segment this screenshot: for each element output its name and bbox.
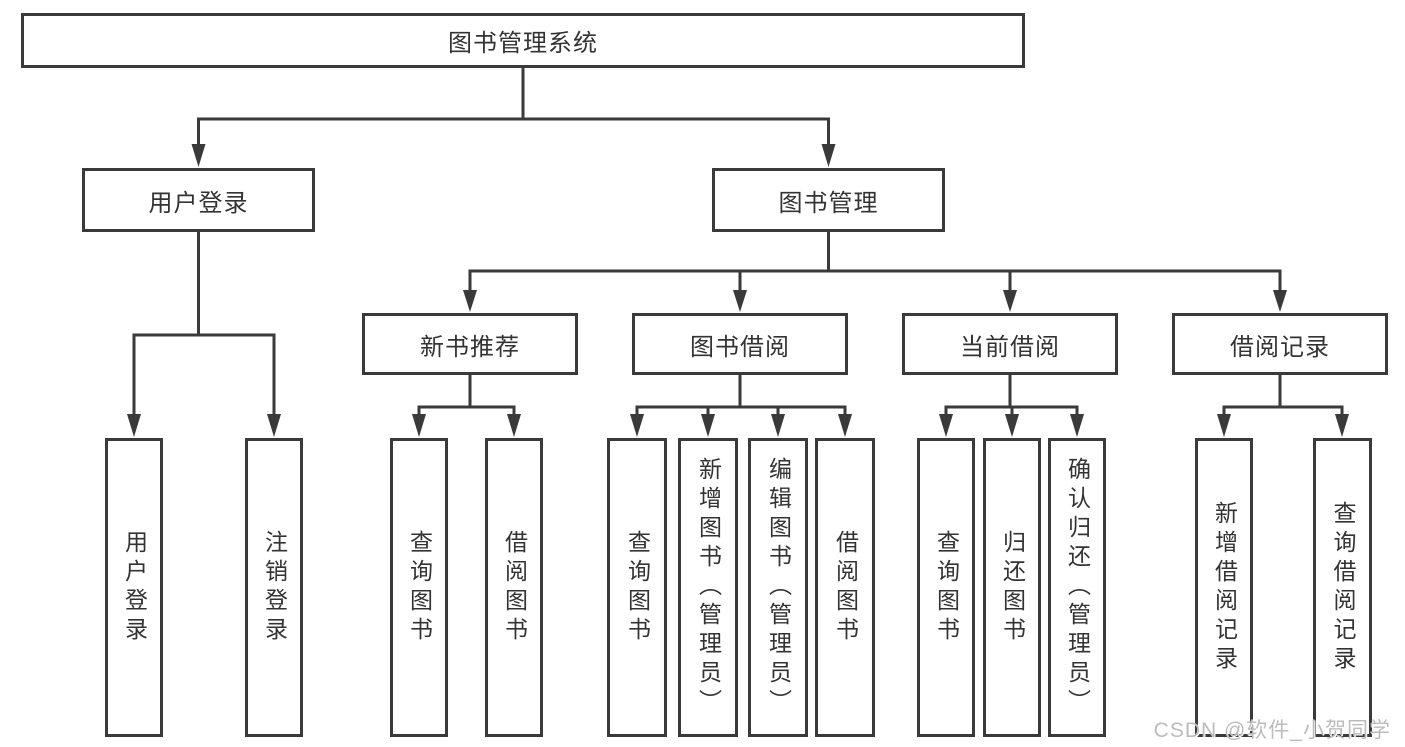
node-current-borrow: 当前借阅 [902, 313, 1118, 375]
connector-root [197, 67, 830, 147]
csdn-watermark: CSDN @软件_小贺同学 [1153, 719, 1391, 742]
node-borrow-records: 借阅记录 [1172, 313, 1388, 375]
leaf-add-books-admin: 新增图书（管理员） [678, 438, 738, 737]
leaf-logout: 注销登录 [245, 438, 303, 737]
leaf-confirm-return-admin: 确认归还（管理员） [1048, 438, 1106, 737]
connector-user-login [132, 231, 276, 417]
leaf-borrow-books-recommend: 借阅图书 [485, 438, 543, 737]
leaf-user-login: 用户登录 [105, 438, 163, 737]
leaf-borrow-books: 借阅图书 [815, 438, 875, 737]
connector-new-book [417, 374, 516, 417]
node-library-system: 图书管理系统 [21, 13, 1025, 68]
arrowheads [127, 144, 1349, 437]
connector-book-borrow [635, 374, 847, 417]
leaf-add-borrow-record: 新增借阅记录 [1195, 438, 1253, 737]
node-book-management: 图书管理 [712, 168, 945, 232]
connector-book-mgmt [468, 231, 1282, 292]
leaf-query-borrow-record: 查询借阅记录 [1313, 438, 1372, 737]
leaf-query-books-current: 查询图书 [917, 438, 975, 737]
node-new-book-recommend: 新书推荐 [362, 313, 578, 375]
node-user-login: 用户登录 [82, 168, 315, 232]
leaf-edit-books-admin: 编辑图书（管理员） [748, 438, 808, 737]
leaf-query-books-recommend: 查询图书 [390, 438, 448, 737]
leaf-return-books: 归还图书 [983, 438, 1041, 737]
connector-borrow-records [1222, 374, 1344, 417]
node-book-borrow: 图书借阅 [632, 313, 848, 375]
connector-current-borrow [944, 374, 1079, 417]
leaf-query-books-borrow: 查询图书 [607, 438, 667, 737]
